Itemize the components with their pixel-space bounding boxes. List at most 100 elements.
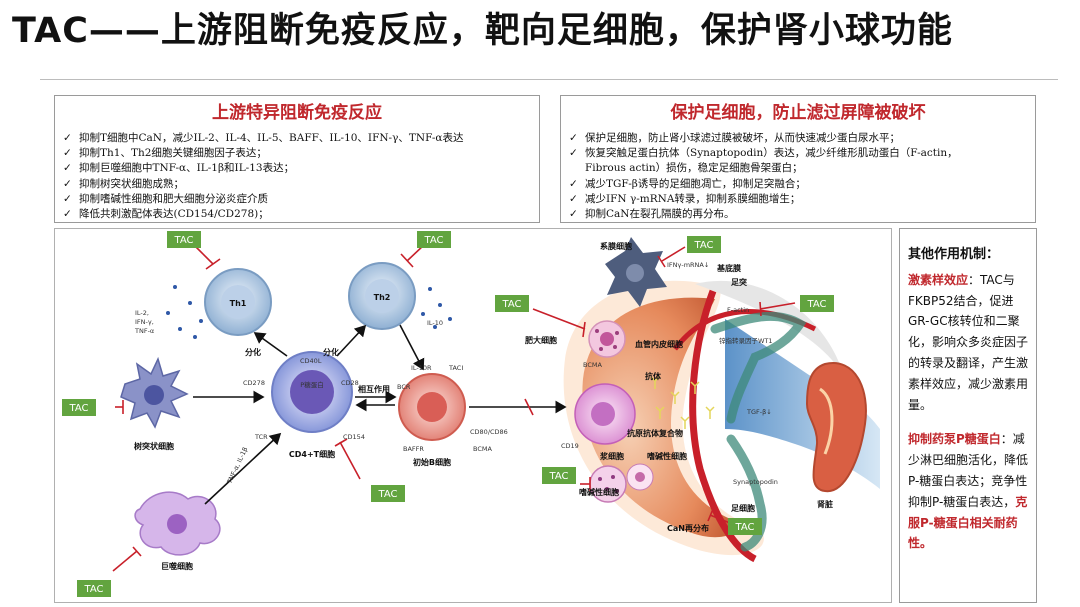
list-item: ✓保护足细胞，防止肾小球滤过膜被破坏，从而快速减少蛋白尿水平； bbox=[569, 131, 1035, 146]
tac-badge: TAC bbox=[800, 295, 834, 312]
check-icon: ✓ bbox=[63, 132, 72, 144]
cd278-label: CD278 bbox=[243, 379, 265, 387]
svg-text:TAC: TAC bbox=[549, 471, 569, 482]
cytokine-label: IL-2, bbox=[135, 309, 149, 317]
macrophage-cell bbox=[134, 491, 221, 556]
foot-process-label: 足突 bbox=[731, 277, 747, 287]
list-item: ✓降低共刺激配体表达(CD154/CD278)； bbox=[63, 207, 539, 222]
mesangial-cell bbox=[605, 237, 667, 307]
th2-cell: Th2 bbox=[348, 262, 416, 330]
other-mechanisms-panel: 其他作用机制： 激素样效应：TAC与FKBP52结合，促进GR-GC核转位和二聚… bbox=[899, 228, 1037, 603]
cd28-label: CD28 bbox=[341, 379, 359, 387]
tac-badge: TAC bbox=[167, 231, 201, 248]
ifn-mrna-label: IFNγ-mRNA↓ bbox=[667, 261, 709, 269]
list-item: ✓恢复突触足蛋白抗体（Synaptopodin）表达，减少纤维形肌动蛋白（F-a… bbox=[569, 146, 1035, 161]
plasma-cell-label: 浆细胞 bbox=[599, 451, 624, 461]
upstream-list: ✓抑制T细胞中CaN，减少IL-2、IL-4、IL-5、BAFF、IL-10、I… bbox=[63, 131, 539, 222]
list-item: ✓抑制Th1、Th2细胞关键细胞因子表达； bbox=[63, 146, 539, 161]
kidney-label: 肾脏 bbox=[817, 499, 833, 509]
naive-b-cell bbox=[398, 373, 466, 441]
list-item: ✓抑制嗜碱性细胞和肥大细胞分泌炎症介质 bbox=[63, 192, 539, 207]
page-title: TAC——上游阻断免疫反应，靶向足细胞，保护肾小球功能 bbox=[12, 11, 953, 51]
kidney-icon bbox=[805, 362, 867, 493]
bcr-label: BCR bbox=[397, 383, 411, 391]
check-icon: ✓ bbox=[63, 192, 72, 205]
th1-label: Th1 bbox=[230, 299, 247, 308]
check-icon: ✓ bbox=[63, 177, 72, 190]
tcr-label: TCR bbox=[254, 433, 268, 441]
svg-text:TAC: TAC bbox=[84, 584, 104, 595]
basophil-granule-label: 嗜碱性细胞 bbox=[647, 451, 687, 461]
podocyte-label: 足细胞 bbox=[731, 503, 755, 513]
svg-text:TAC: TAC bbox=[378, 489, 398, 500]
endothelial-label: 血管内皮细胞 bbox=[635, 339, 683, 349]
list-item: ✓抑制CaN在裂孔隔膜的再分布。 bbox=[569, 207, 1035, 222]
svg-text:TAC: TAC bbox=[174, 235, 194, 246]
cd80-label: CD80/CD86 bbox=[470, 428, 508, 436]
mechanism-svg: Th1 Th2 P糖蛋白 bbox=[62, 231, 880, 597]
mesangial-label: 系膜细胞 bbox=[600, 241, 632, 251]
svg-text:TAC: TAC bbox=[502, 299, 522, 310]
check-icon: ✓ bbox=[569, 192, 578, 205]
check-icon: ✓ bbox=[569, 208, 578, 221]
podocyte-protection-box: 保护足细胞，防止滤过屏障被破坏 ✓保护足细胞，防止肾小球滤过膜被破坏，从而快速减… bbox=[560, 95, 1036, 223]
pgp-effect-text: 抑制药泵P糖蛋白：减少淋巴细胞活化，降低P-糖蛋白表达；竞争性抑制P-糖蛋白表达… bbox=[908, 432, 1029, 551]
list-item: ✓减少TGF-β诱导的足细胞凋亡，抑制足突融合； bbox=[569, 177, 1035, 192]
tac-badge: TAC bbox=[62, 399, 96, 416]
check-icon: ✓ bbox=[569, 132, 578, 144]
b-cell-label: 初始B细胞 bbox=[413, 457, 451, 467]
il10r-label: IL-10R bbox=[411, 364, 432, 372]
synaptopodin-label: Synaptopodin bbox=[733, 478, 778, 486]
cytokine-label: TNF-α bbox=[134, 327, 154, 335]
check-icon: ✓ bbox=[63, 162, 72, 175]
podocyte-heading: 保护足细胞，防止滤过屏障被破坏 bbox=[670, 103, 926, 123]
svg-text:TAC: TAC bbox=[735, 522, 755, 533]
upstream-heading: 上游特异阻断免疫反应 bbox=[212, 103, 382, 123]
cytokine-label: IFN-γ, bbox=[135, 318, 154, 326]
tac-badge: TAC bbox=[417, 231, 451, 248]
tac-badge: TAC bbox=[371, 485, 405, 502]
tac-badge: TAC bbox=[687, 236, 721, 253]
mechanism-diagram: Th1 Th2 P糖蛋白 bbox=[54, 228, 892, 603]
cytokine-dots bbox=[166, 285, 452, 339]
tac-badge: TAC bbox=[77, 580, 111, 597]
tgf-label: TGF-β↓ bbox=[746, 408, 772, 416]
can-redistribution-label: CaN再分布 bbox=[667, 523, 709, 533]
basophil-cell bbox=[589, 465, 627, 503]
basement-membrane-label: 基底膜 bbox=[716, 263, 741, 273]
mast-cell bbox=[588, 320, 626, 358]
il10-label: IL-10 bbox=[427, 319, 443, 327]
mast-cell-label: 肥大细胞 bbox=[525, 335, 557, 345]
list-item: ✓抑制树突状细胞成熟； bbox=[63, 177, 539, 192]
upstream-immune-box: 上游特异阻断免疫反应 ✓抑制T细胞中CaN，减少IL-2、IL-4、IL-5、B… bbox=[54, 95, 540, 223]
tac-badge: TAC bbox=[542, 467, 576, 484]
basophil-label: 嗜碱性细胞 bbox=[579, 487, 619, 497]
dendritic-cell bbox=[120, 356, 189, 429]
wt1-label: 锌指转录因子WT1 bbox=[719, 336, 773, 345]
podocyte-list: ✓保护足细胞，防止肾小球滤过膜被破坏，从而快速减少蛋白尿水平； ✓恢复突触足蛋白… bbox=[569, 131, 1035, 222]
title-divider bbox=[40, 79, 1058, 80]
tac-badge: TAC bbox=[728, 518, 762, 535]
p-glycoprotein-label: P糖蛋白 bbox=[300, 380, 323, 389]
dendritic-label: 树突状细胞 bbox=[134, 441, 174, 451]
plasma-cell bbox=[574, 383, 636, 445]
side-heading: 其他作用机制： bbox=[908, 247, 1000, 262]
basophil-granule-cell bbox=[626, 463, 654, 491]
check-icon: ✓ bbox=[569, 147, 578, 160]
th2-label: Th2 bbox=[374, 293, 391, 302]
differentiate-label: 分化 bbox=[323, 347, 339, 357]
cd4-t-cell: P糖蛋白 bbox=[271, 351, 353, 433]
bcma-label: BCMA bbox=[473, 445, 492, 453]
baffr-label: BAFFR bbox=[403, 445, 424, 453]
factin-label: F-actin bbox=[727, 306, 749, 314]
interaction-label: 相互作用 bbox=[358, 384, 390, 394]
svg-text:TAC: TAC bbox=[69, 403, 89, 414]
antibody-marks bbox=[650, 376, 715, 429]
immune-complex-label: 抗原抗体复合物 bbox=[627, 428, 683, 438]
list-item: ✓抑制巨噬细胞中TNF-α、IL-1β和IL-13表达； bbox=[63, 161, 539, 176]
bcma-label-plasma: BCMA bbox=[583, 361, 602, 369]
cd19-label: CD19 bbox=[561, 442, 579, 450]
taci-label: TACI bbox=[448, 364, 463, 372]
check-icon: ✓ bbox=[569, 177, 578, 190]
cd4-label: CD4+T细胞 bbox=[289, 449, 335, 459]
